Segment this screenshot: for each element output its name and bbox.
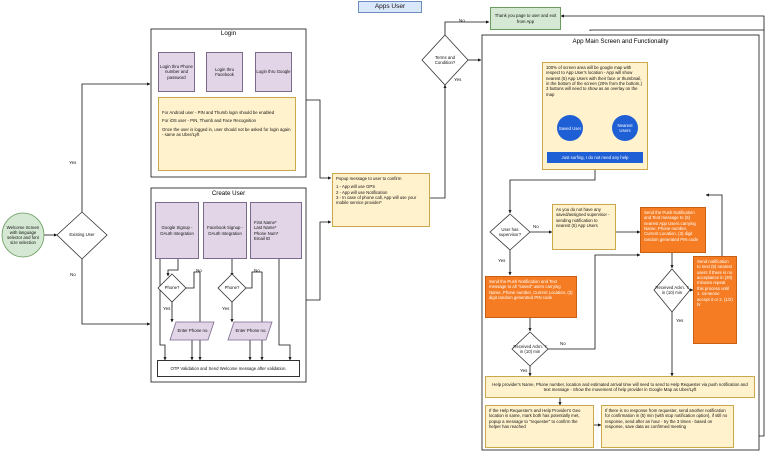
field-last-name[interactable]: Last Name* <box>254 225 277 231</box>
label-yes-phone1: Yes <box>163 306 171 311</box>
enter-phone-shape-2 <box>227 321 273 341</box>
label-yes-existing: Yes <box>69 160 77 165</box>
saved-user-button[interactable]: Saved User <box>557 115 583 141</box>
field-phone-num[interactable]: Phone Num* <box>254 230 279 236</box>
login-phone-option[interactable]: Login thru Phone number and password <box>158 52 195 92</box>
edge-phone2-no <box>246 271 264 361</box>
facebook-signup[interactable]: Facebook Signup - OAuth Integration <box>203 202 247 259</box>
login-notes: For Android user - PIN and Thumb login s… <box>158 97 296 171</box>
help-provider-info: Help provider's Name, Phone number, loca… <box>485 376 755 398</box>
popup-confirm: Popup message to user to confirm 1 - App… <box>332 173 430 227</box>
welcome-circle <box>1 212 45 258</box>
login-google-option[interactable]: Login thru Google <box>255 52 292 92</box>
edge-popup-terms <box>430 84 447 199</box>
received-diamond-1 <box>511 331 549 367</box>
manual-signup-fields[interactable]: First Name* Last Name* Phone Num* Email … <box>250 202 302 259</box>
main-container <box>481 34 760 451</box>
label-no-terms: No <box>459 18 465 23</box>
create-user-container <box>150 187 307 383</box>
label-no-received1: No <box>560 341 566 346</box>
main-title: App Main Screen and Functionality <box>572 38 669 45</box>
label-yes-phone2: Yes <box>222 306 230 311</box>
login-facebook-option[interactable]: Login thru Facebook <box>206 52 243 92</box>
popup-item-gps: 1 - App will use GPS <box>336 184 376 190</box>
label-no-supervisor: No <box>533 224 539 229</box>
label-no-existing: No <box>70 272 76 277</box>
push-nearest-users: Send the Push Notification and Text mess… <box>640 207 706 253</box>
supervisor-diamond <box>489 213 531 251</box>
popup-item-phone: 3 - In case of phone call, App will use … <box>336 195 417 206</box>
login-note-android: For Android user - PIN and Thumb login s… <box>162 110 275 115</box>
edge-login-popup <box>306 99 332 180</box>
google-signup[interactable]: Google Signup - OAuth Integration <box>155 202 199 259</box>
push-saved-users: Send the Push Notification and Text mess… <box>485 276 577 318</box>
edge-manual-otp <box>278 259 292 361</box>
create-user-title: Create User <box>211 190 246 197</box>
received-ack-2: Received Ackn. ? in (10) min <box>655 284 689 295</box>
login-title: Login <box>220 30 237 37</box>
label-yes-received2: Yes <box>676 318 684 323</box>
retry-nearest-note: Send notification to next (5) nearest us… <box>693 256 737 344</box>
terms-diamond <box>421 34 469 86</box>
thank-you-exit: Thank you page to user and exit from App <box>490 7 561 30</box>
just-surfing-button[interactable]: Just surfing, I do not need any help <box>547 152 643 163</box>
supervisor-label: User has supervisor? <box>498 226 522 237</box>
edge-retry-push <box>705 193 723 259</box>
existing-user-diamond <box>56 211 108 260</box>
enter-phone-1[interactable]: Enter Phone no. <box>177 328 209 334</box>
edge-existing-login <box>81 82 151 213</box>
enter-phone-shape-1 <box>169 321 215 341</box>
label-yes-terms: Yes <box>454 77 462 82</box>
label-yes-received1: Yes <box>520 368 528 373</box>
edge-google-phone <box>166 259 179 277</box>
login-note-ios: For iOS user - PIN, Thumb and Face Recog… <box>162 118 257 124</box>
no-response-note: If there is no response from requester, … <box>601 405 734 448</box>
login-container <box>150 28 307 178</box>
existing-user-label: Existing User <box>69 232 95 238</box>
received-diamond-2 <box>653 268 691 313</box>
edge-google-otp <box>159 259 167 361</box>
terms-condition-label: Terms and Condition? <box>434 54 456 65</box>
no-supervisor-note: As you do not have any saved/assigned su… <box>552 204 616 250</box>
phone-diamond-1 <box>157 273 187 303</box>
edge-loop-thankyou <box>560 14 765 30</box>
popup-item-notification: 2 - App will use Notification <box>336 189 388 195</box>
edge-map-supervisor <box>508 170 596 214</box>
edge-phone1-no <box>186 271 202 361</box>
popup-heading: Popup message to user to confirm <box>336 176 402 181</box>
edge-create-popup <box>306 220 332 301</box>
map-description: 100% of screen area will be google map w… <box>546 65 643 97</box>
phone-q-2: Phone? <box>224 285 240 291</box>
enter-phone-2[interactable]: Enter Phone no. <box>235 328 267 334</box>
otp-validation: OTP Validation and Send Welcome message … <box>157 360 300 377</box>
login-note-persist: Once the user is logged in, user should … <box>162 126 291 138</box>
label-no-phone1: No <box>196 268 202 273</box>
welcome-screen: Welcome Screen with language selector an… <box>6 224 40 246</box>
geo-match-note: If the Help Requester's and Help Provide… <box>485 405 594 448</box>
edge-received-no <box>547 253 641 350</box>
label-no-phone2: No <box>254 268 260 273</box>
phone-diamond-2 <box>217 273 247 303</box>
phone-q-1: Phone? <box>164 285 180 291</box>
edge-terms-thankyou <box>444 20 490 35</box>
received-ack-1: Received Ackn. ? in (10) min <box>513 343 547 354</box>
nearest-users-button[interactable]: Nearest Users <box>612 115 638 141</box>
edge-existing-create <box>81 259 151 326</box>
label-yes-supervisor: Yes <box>498 258 506 263</box>
field-email[interactable]: Email ID <box>254 235 271 241</box>
page-title: Apps User <box>358 1 422 13</box>
field-first-name[interactable]: First Name* <box>254 219 277 225</box>
